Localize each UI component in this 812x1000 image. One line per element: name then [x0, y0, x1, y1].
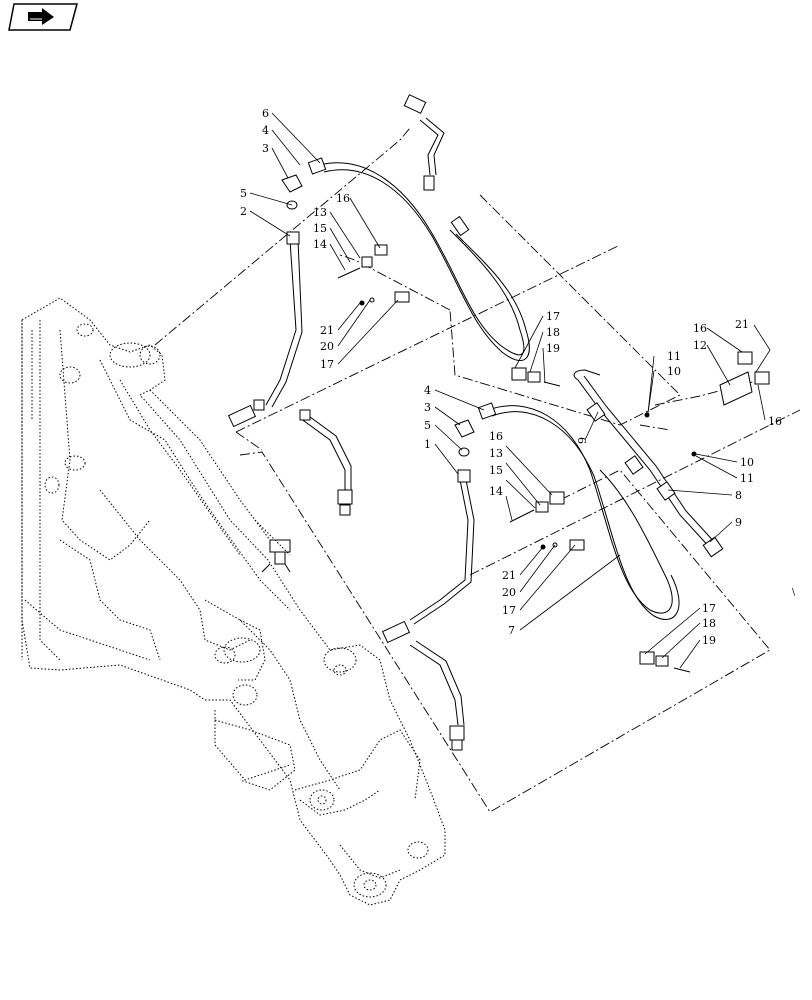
- callout-19: 19: [702, 634, 716, 647]
- upper-clamp-set: [337, 244, 561, 387]
- callout-3: 3: [424, 401, 431, 414]
- callout-15: 15: [313, 222, 327, 235]
- callout-18: 18: [702, 617, 716, 630]
- callout-17: 17: [502, 604, 516, 617]
- callout-17: 17: [320, 358, 334, 371]
- callout-3: 3: [262, 142, 269, 155]
- callout-12: 12: [693, 339, 707, 352]
- callout-labels: 6 4 3 5 2 13 16 15 14 21 20 17 17 18 19 …: [240, 107, 782, 647]
- callout-20: 20: [320, 340, 334, 353]
- loader-arm-outline: [21, 297, 446, 906]
- callout-1: 1: [424, 438, 431, 451]
- callout-21: 21: [502, 569, 516, 582]
- callout-14: 14: [489, 485, 503, 498]
- callout-13: 13: [313, 206, 327, 219]
- callout-7: 7: [508, 624, 515, 637]
- callout-17: 17: [546, 310, 560, 323]
- page-turn-arrow-icon: [8, 3, 78, 31]
- callout-4: 4: [262, 124, 269, 137]
- callout-21: 21: [735, 318, 749, 331]
- callout-5: 5: [424, 419, 431, 432]
- callout-6: 6: [262, 107, 269, 120]
- callout-10: 10: [740, 456, 754, 469]
- callout-9: 9: [576, 437, 589, 444]
- corner-mark: \: [792, 588, 796, 598]
- callout-15: 15: [489, 464, 503, 477]
- callout-4: 4: [424, 384, 431, 397]
- lower-clamp-set: [509, 491, 691, 673]
- upper-hose-assembly: [227, 94, 530, 516]
- callout-16: 16: [693, 322, 707, 335]
- next-page-button[interactable]: [8, 3, 78, 31]
- callout-18: 18: [546, 326, 560, 339]
- callout-17: 17: [702, 602, 716, 615]
- lower-hose-assembly: [381, 369, 724, 751]
- callout-8: 8: [735, 489, 742, 502]
- callout-16: 16: [768, 415, 782, 428]
- callout-9: 9: [735, 516, 742, 529]
- callout-11: 11: [667, 350, 681, 363]
- callout-20: 20: [502, 586, 516, 599]
- right-bracket-set: [644, 351, 770, 457]
- callout-14: 14: [313, 238, 327, 251]
- callout-19: 19: [546, 342, 560, 355]
- callout-10: 10: [667, 365, 681, 378]
- assembly-boundaries: [154, 127, 801, 813]
- callout-leaders: [249, 112, 771, 669]
- callout-16: 16: [336, 192, 350, 205]
- arm-valve-block: [261, 539, 291, 573]
- callout-2: 2: [240, 205, 247, 218]
- callout-21: 21: [320, 324, 334, 337]
- callout-11: 11: [740, 472, 754, 485]
- callout-13: 13: [489, 447, 503, 460]
- callout-5: 5: [240, 187, 247, 200]
- callout-16: 16: [489, 430, 503, 443]
